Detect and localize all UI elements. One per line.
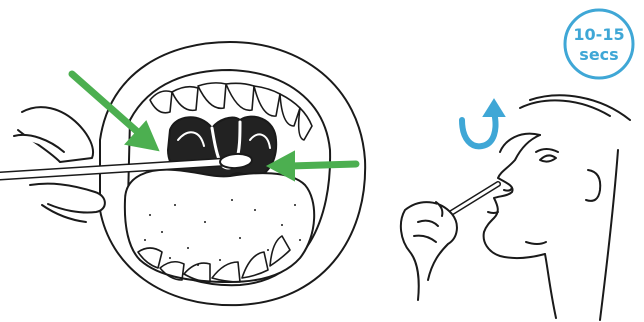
timer-badge: 10-15 secs — [565, 10, 633, 78]
rotate-arrow-icon — [462, 100, 504, 146]
hand-left — [14, 107, 105, 222]
eye — [540, 155, 556, 161]
timer-badge-unit: secs — [579, 45, 618, 64]
timer-badge-duration: 10-15 — [573, 25, 624, 44]
hand-right — [401, 202, 457, 300]
face-profile — [484, 135, 545, 258]
throat-swab-illustration — [100, 42, 365, 305]
nasal-swab-illustration — [484, 95, 630, 320]
head-outline — [500, 95, 630, 152]
